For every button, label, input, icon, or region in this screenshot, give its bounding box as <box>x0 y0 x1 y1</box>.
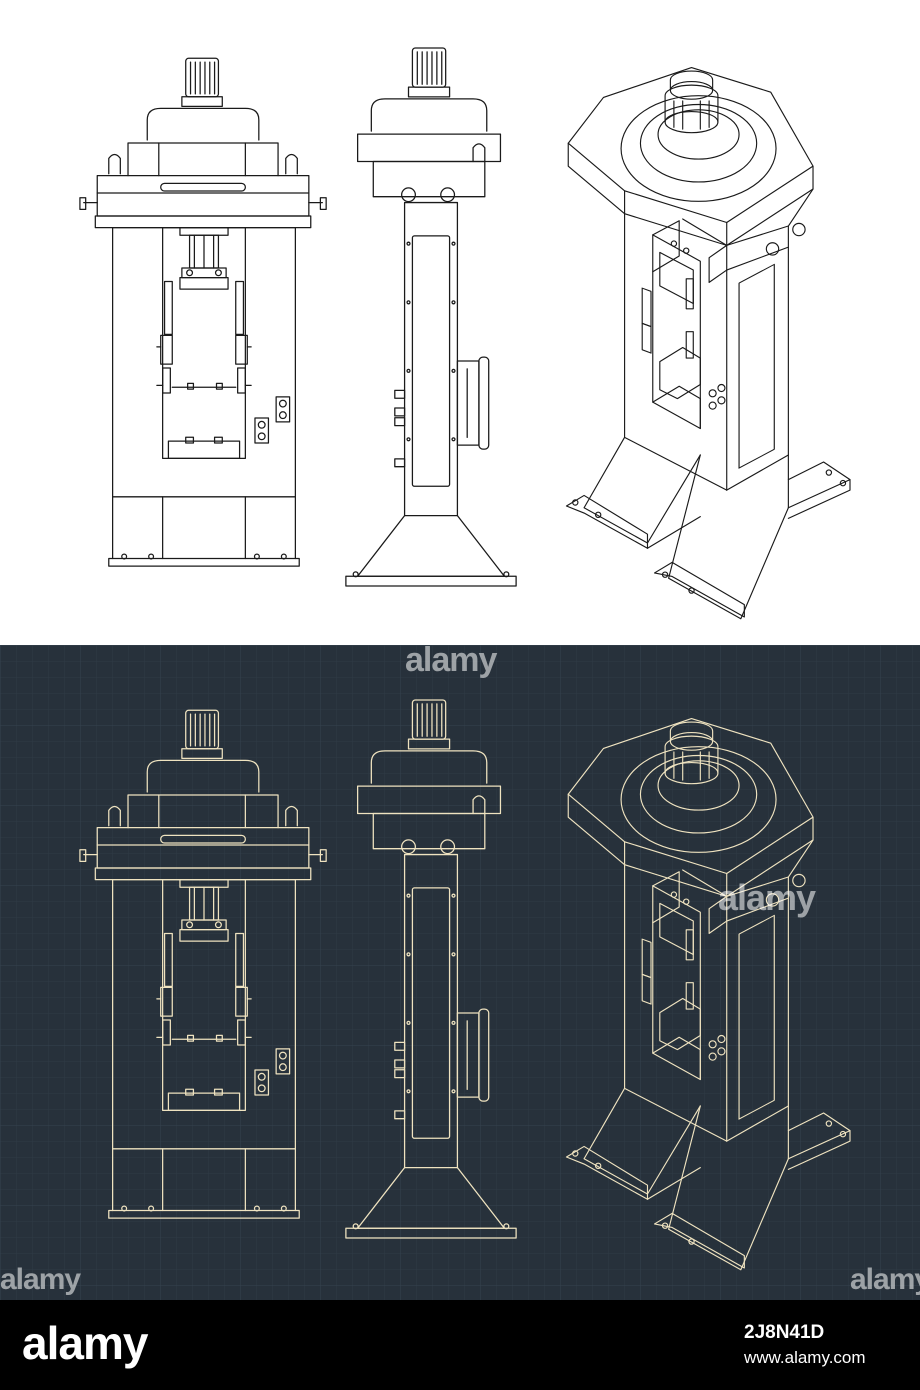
site-url[interactable]: www.alamy.com <box>744 1348 866 1367</box>
image-id: 2J8N41D <box>744 1322 825 1343</box>
isometric-view <box>565 717 851 1271</box>
footer-bar <box>0 1300 920 1390</box>
light-drawing-panel <box>0 0 920 645</box>
front-view <box>79 57 327 567</box>
blueprint-grid <box>0 645 920 1300</box>
dark-blueprint-panel: alamy alamy alamy alamy <box>0 645 920 1300</box>
side-view <box>345 699 517 1239</box>
isometric-view <box>565 66 851 620</box>
front-view <box>79 709 327 1219</box>
watermark: alamy <box>405 645 497 679</box>
watermark: alamy <box>850 1263 920 1296</box>
brand-logo[interactable]: alamy <box>22 1317 148 1369</box>
side-view <box>345 47 517 587</box>
watermark: alamy <box>0 1263 81 1296</box>
watermark: alamy <box>718 877 816 918</box>
